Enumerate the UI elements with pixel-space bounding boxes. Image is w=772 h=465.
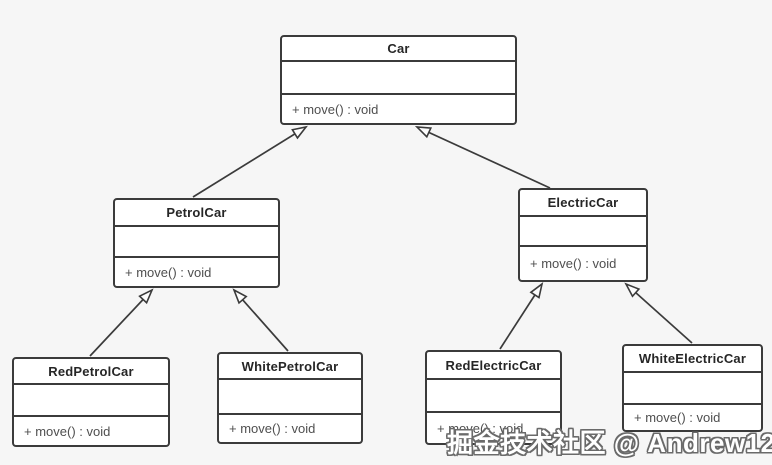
class-attributes-car [282,62,515,95]
class-method-redelectriccar: + move() : void [437,420,524,436]
class-name-petrolcar: PetrolCar [115,200,278,227]
inheritance-arrow-whitepetrolcar-petrolcar [232,288,289,352]
class-method-whitepetrolcar: + move() : void [229,421,316,436]
inheritance-arrow-electriccar-car [414,126,551,189]
class-attributes-whiteelectriccar [624,373,761,405]
watermark-text: 掘金技术社区 @ Andrew1219 [447,428,772,458]
class-name-redelectriccar: RedElectricCar [427,352,560,380]
class-name-car: Car [282,37,515,62]
class-box-whitepetrolcar: WhitePetrolCar + move() : void [217,352,363,444]
class-box-redpetrolcar: RedPetrolCar + move() : void [12,357,170,447]
class-box-electriccar: ElectricCar + move() : void [518,188,648,282]
class-attributes-electriccar [520,217,646,247]
class-method-electriccar: + move() : void [530,256,617,271]
inheritance-arrow-redelectriccar-electriccar [499,282,544,350]
class-attributes-redelectriccar [427,380,560,413]
class-box-redelectriccar: RedElectricCar + move() : void [425,350,562,445]
class-box-petrolcar: PetrolCar + move() : void [113,198,280,288]
class-name-whiteelectriccar: WhiteElectricCar [624,346,761,373]
class-name-whitepetrolcar: WhitePetrolCar [219,354,361,380]
class-method-petrolcar: + move() : void [125,264,212,280]
class-attributes-redpetrolcar [14,385,168,417]
class-attributes-petrolcar [115,227,278,258]
class-box-whiteelectriccar: WhiteElectricCar + move() : void [622,344,763,432]
inheritance-arrow-whiteelectriccar-electriccar [624,282,693,344]
class-name-redpetrolcar: RedPetrolCar [14,359,168,385]
class-attributes-whitepetrolcar [219,380,361,415]
inheritance-arrow-petrolcar-car [192,125,308,198]
class-method-redpetrolcar: + move() : void [24,423,111,439]
class-box-car: Car + move() : void [280,35,517,125]
class-method-car: + move() : void [292,101,379,117]
inheritance-arrow-redpetrolcar-petrolcar [89,288,154,357]
class-method-whiteelectriccar: + move() : void [634,410,721,425]
class-name-electriccar: ElectricCar [520,190,646,217]
